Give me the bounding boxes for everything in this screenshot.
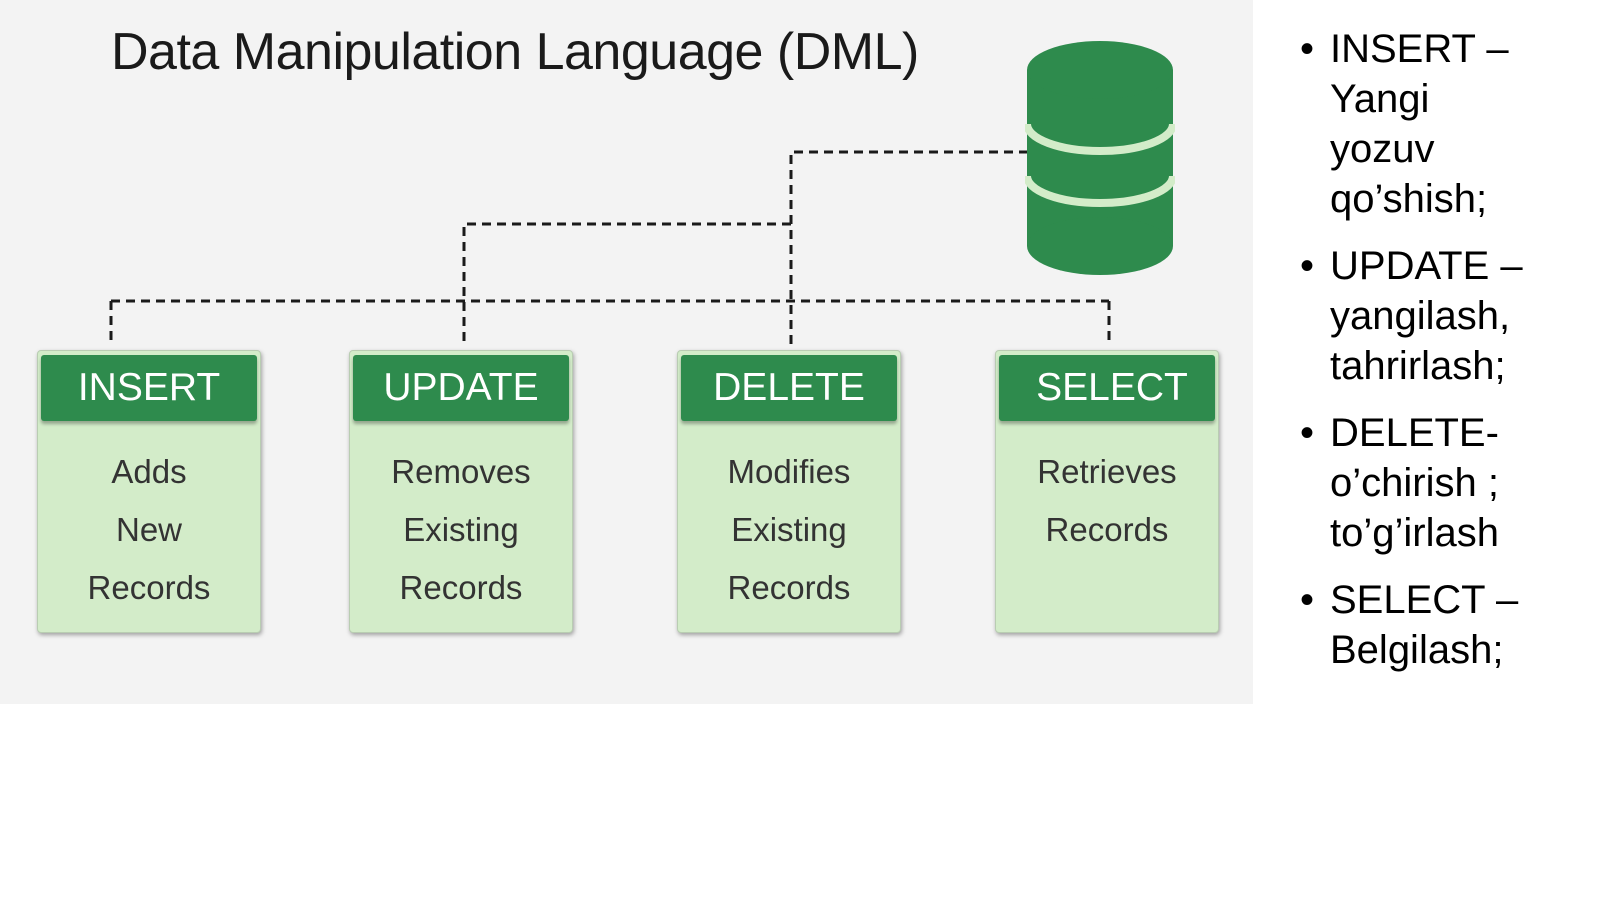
note-insert: • INSERT – Yangi yozuv qo’shish; (1300, 24, 1595, 224)
diagram-title: Data Manipulation Language (DML) (111, 23, 919, 81)
note-line: o’chirish ; (1330, 461, 1499, 505)
card-update-line: Existing (403, 511, 519, 548)
diagram-panel: Data Manipulation Language (DML) INSERT … (0, 0, 1253, 704)
bullet-icon: • (1300, 27, 1315, 71)
note-line: Yangi (1330, 77, 1430, 121)
bullet-icon: • (1300, 411, 1315, 455)
note-delete: • DELETE- o’chirish ; to’g’irlash (1300, 408, 1595, 558)
card-update-header: UPDATE (353, 355, 569, 421)
card-delete-header: DELETE (681, 355, 897, 421)
card-select-header: SELECT (999, 355, 1215, 421)
card-select-line: Retrieves (1037, 453, 1177, 490)
note-line: INSERT – (1330, 27, 1509, 71)
card-delete-line: Existing (731, 511, 847, 548)
note-select: • SELECT – Belgilash; (1300, 575, 1595, 675)
note-line: to’g’irlash (1330, 511, 1499, 555)
note-line: yozuv (1330, 127, 1435, 171)
card-insert-header: INSERT (41, 355, 257, 421)
card-select: SELECT Retrieves Records (995, 350, 1219, 633)
card-update-line: Records (399, 569, 523, 606)
card-insert-line: Adds (111, 453, 187, 490)
card-update: UPDATE Removes Existing Records (349, 350, 573, 633)
database-cylinder-icon (1025, 41, 1175, 275)
card-update-body: Removes Existing Records (350, 421, 572, 617)
note-line: tahrirlash; (1330, 344, 1506, 388)
card-delete: DELETE Modifies Existing Records (677, 350, 901, 633)
note-line: DELETE- (1330, 411, 1499, 455)
card-insert-body: Adds New Records (38, 421, 260, 617)
card-insert-line: Records (87, 569, 211, 606)
note-line: SELECT – (1330, 578, 1519, 622)
connector-db-to-delete (789, 150, 1028, 345)
card-insert: INSERT Adds New Records (37, 350, 261, 633)
card-select-body: Retrieves Records (996, 421, 1218, 559)
connector-lines (109, 150, 1111, 345)
notes-list: • INSERT – Yangi yozuv qo’shish; • UPDAT… (1300, 24, 1595, 692)
note-line: yangilash, (1330, 294, 1511, 338)
card-delete-body: Modifies Existing Records (678, 421, 900, 617)
card-select-line: Records (1045, 511, 1169, 548)
bullet-icon: • (1300, 244, 1315, 288)
note-line: UPDATE – (1330, 244, 1523, 288)
connector-bridge-update (462, 222, 791, 345)
bullet-icon: • (1300, 578, 1315, 622)
card-delete-line: Modifies (727, 453, 851, 490)
note-line: qo’shish; (1330, 177, 1488, 221)
note-update: • UPDATE – yangilash, tahrirlash; (1300, 241, 1595, 391)
card-update-line: Removes (391, 453, 531, 490)
card-insert-line: New (115, 511, 183, 548)
note-line: Belgilash; (1330, 628, 1504, 672)
card-delete-line: Records (727, 569, 851, 606)
